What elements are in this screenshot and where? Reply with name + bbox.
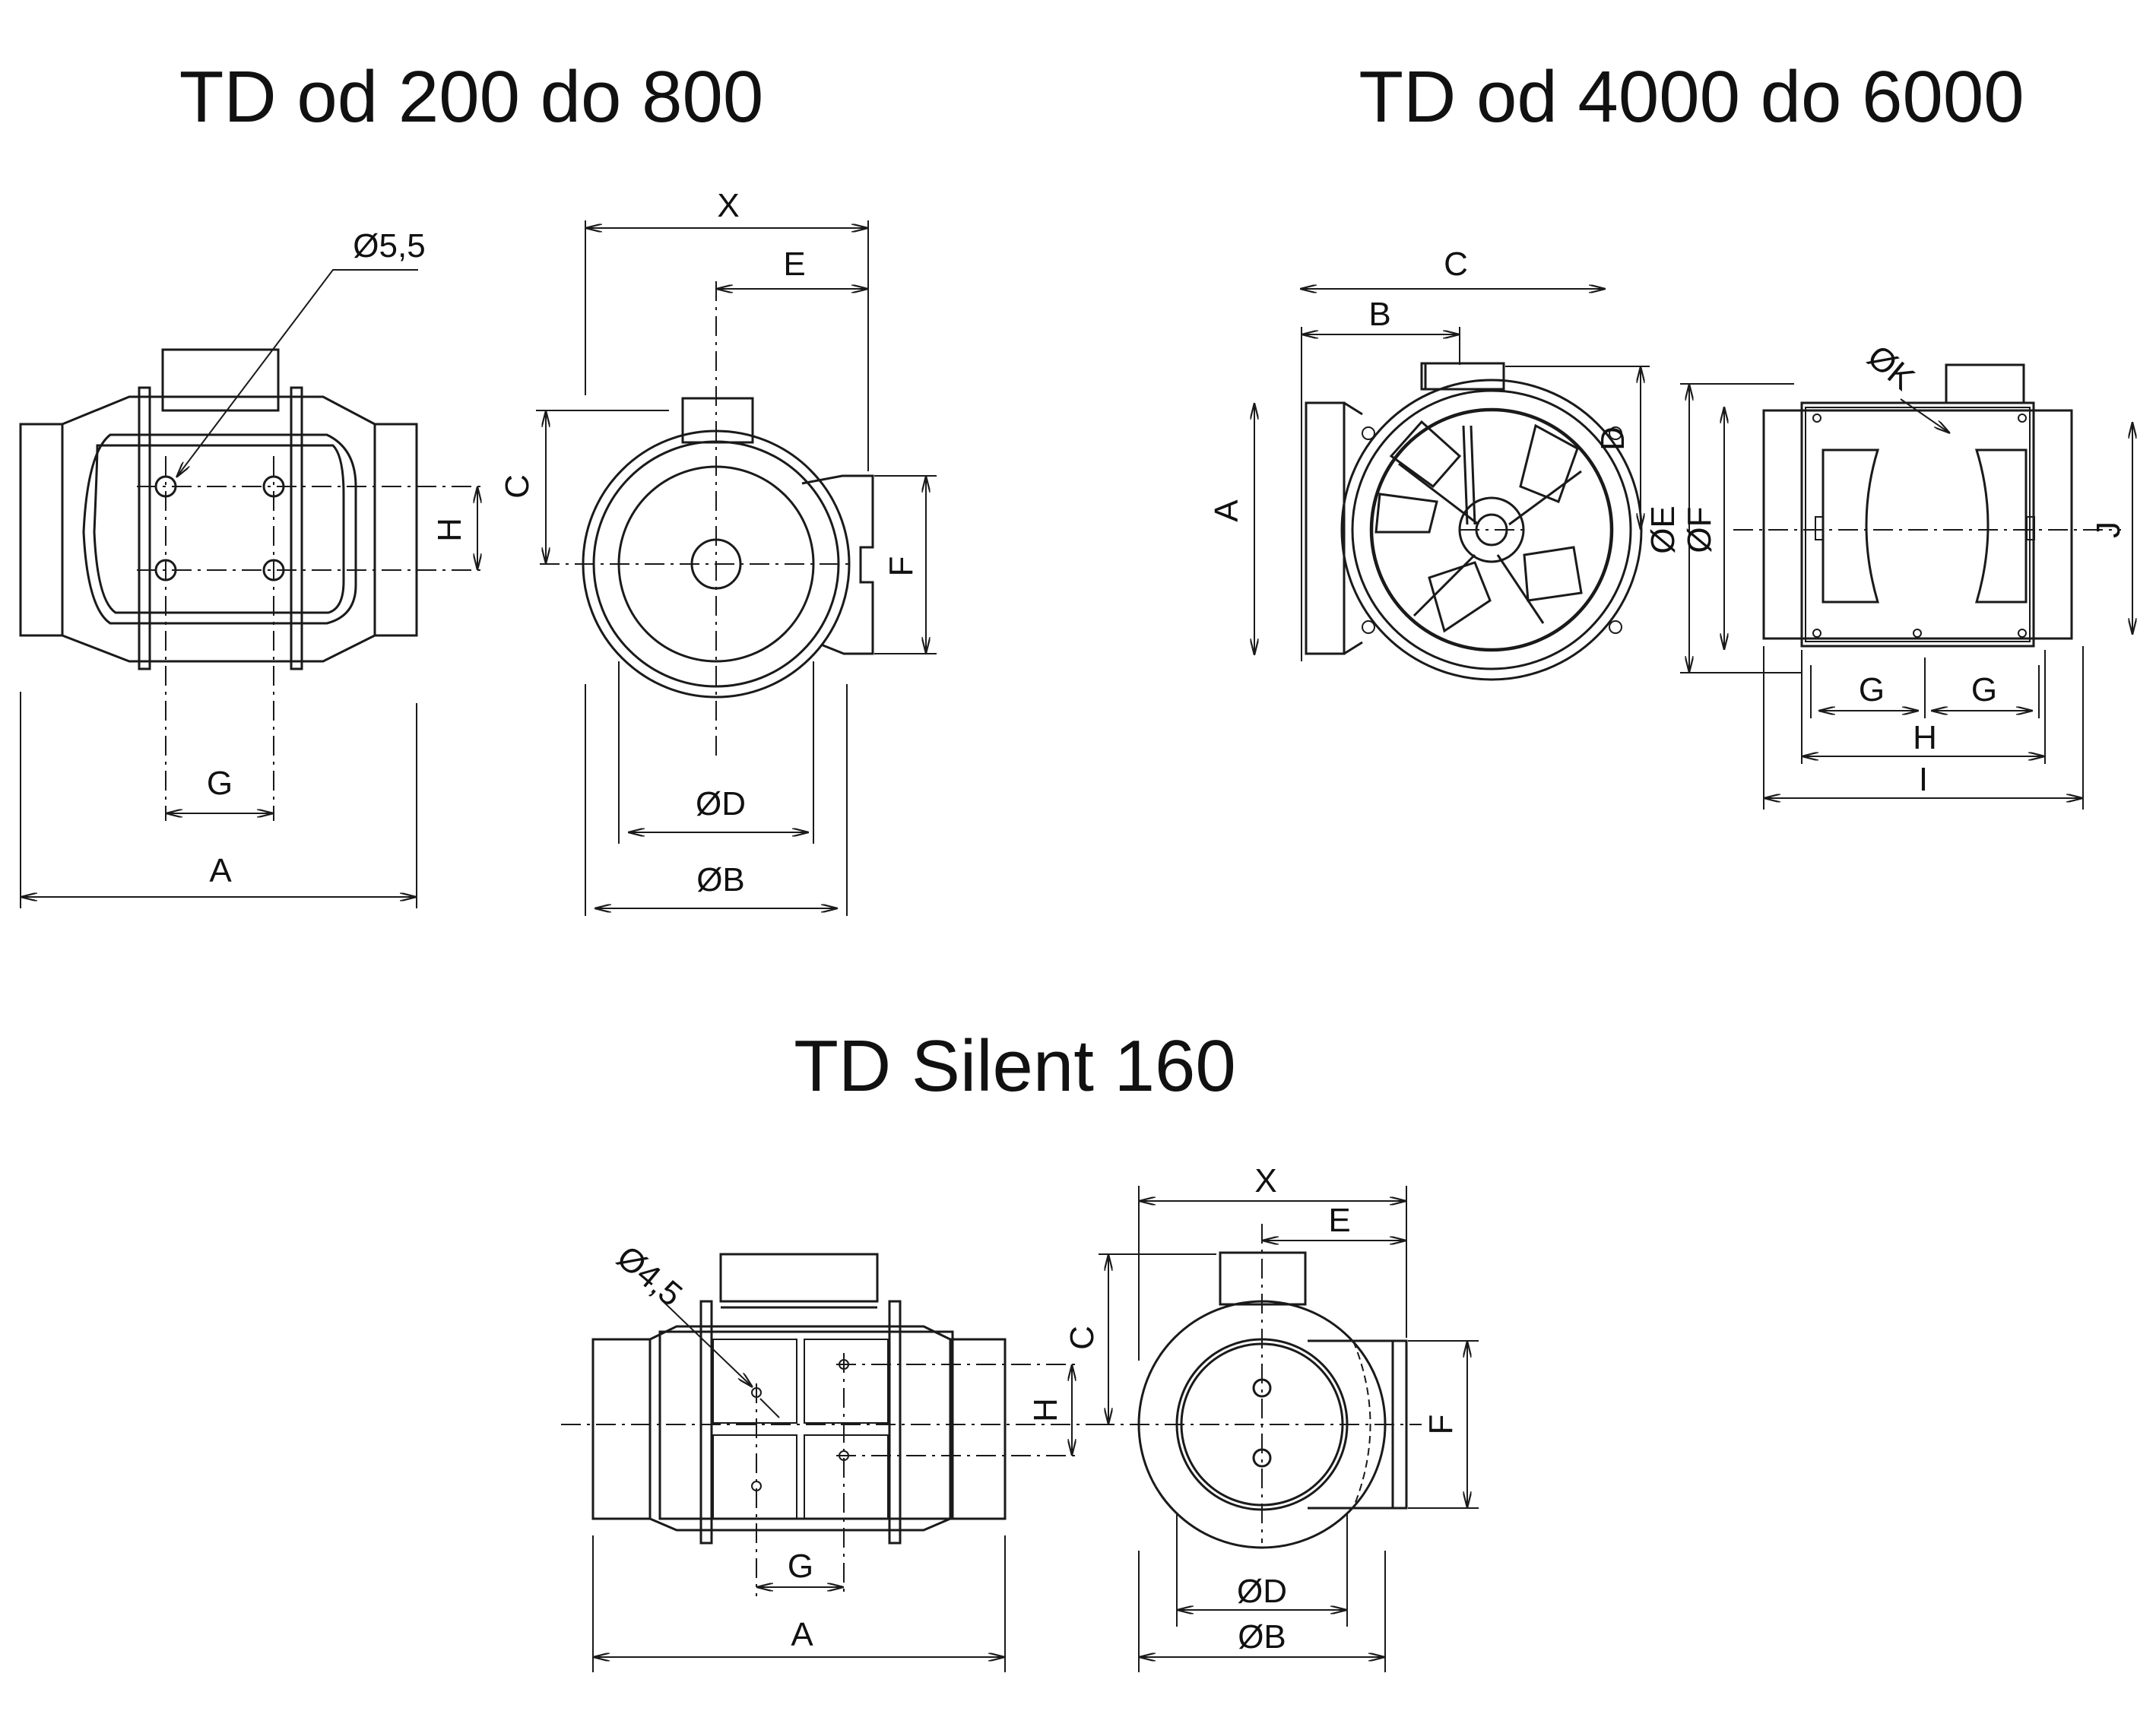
silent-E-label: E xyxy=(1328,1202,1350,1239)
td200-D-label: ØD xyxy=(696,785,746,822)
silent-B-label: ØB xyxy=(1238,1618,1286,1656)
td4000-J-label: J xyxy=(2090,521,2127,538)
td200-F-label: F xyxy=(883,556,920,577)
title-td-silent-160: TD Silent 160 xyxy=(794,1025,1236,1107)
silent-D-label: ØD xyxy=(1237,1573,1287,1610)
td200-B-label: ØB xyxy=(696,861,745,898)
td4000-G1-label: G xyxy=(1859,671,1885,708)
td200-front-view: X E C F ØD ØB xyxy=(499,187,937,916)
td200-E-label: E xyxy=(783,246,805,283)
td4000-A-label: A xyxy=(1208,499,1245,522)
td200-A-label: A xyxy=(209,852,232,889)
td200-X-label: X xyxy=(717,187,739,224)
td4000-F-label: ØF xyxy=(1681,506,1718,553)
td200-hole-label: Ø5,5 xyxy=(353,227,425,265)
td200-G-label: G xyxy=(207,765,233,802)
td200-side-view: Ø5,5 H G A xyxy=(19,227,487,908)
silent-G-label: G xyxy=(788,1548,813,1585)
silent-H-label: H xyxy=(1027,1398,1064,1422)
title-td-200-800: TD od 200 do 800 xyxy=(179,56,764,138)
silent-front-view: X E C F ØD ØB xyxy=(1064,1162,1479,1672)
td4000-side-view: ØE ØF J ØK G G H I xyxy=(1644,338,2132,810)
td4000-G2-label: G xyxy=(1971,671,1997,708)
td4000-D-label: D xyxy=(1594,426,1631,451)
title-td-4000-6000: TD od 4000 do 6000 xyxy=(1359,56,2024,138)
silent-X-label: X xyxy=(1254,1162,1276,1199)
silent-A-label: A xyxy=(791,1616,813,1653)
td200-C-label: C xyxy=(499,474,536,499)
silent-side-view: Ø4,5 H G A xyxy=(561,1238,1110,1672)
td4000-front-view: C B A D xyxy=(1208,246,1650,681)
td200-H-label: H xyxy=(431,518,468,542)
silent-hole-label: Ø4,5 xyxy=(610,1238,690,1313)
silent-C-label: C xyxy=(1064,1326,1101,1350)
silent-F-label: F xyxy=(1422,1415,1460,1435)
td4000-C-label: C xyxy=(1444,246,1468,283)
td4000-B-label: B xyxy=(1368,296,1390,333)
td4000-H-label: H xyxy=(1913,719,1937,756)
td4000-K-label: ØK xyxy=(1860,338,1921,398)
td4000-E-label: ØE xyxy=(1644,505,1682,554)
td4000-I-label: I xyxy=(1919,761,1928,798)
